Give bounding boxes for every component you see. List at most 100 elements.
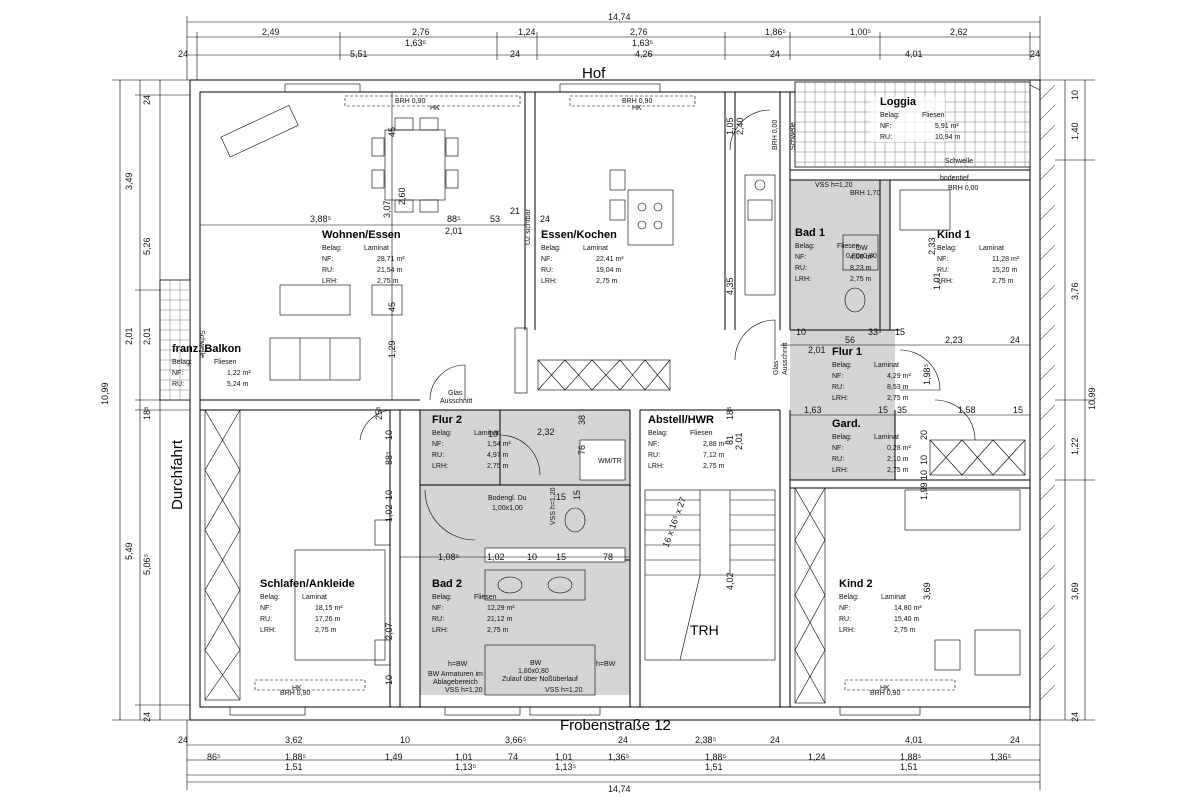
dim-total-top: 14,74	[608, 12, 631, 22]
room-field-value: 2,75 m	[377, 278, 399, 285]
room-field-label: LRH:	[648, 463, 664, 470]
room-field-value: 4,29 m²	[887, 373, 911, 380]
svg-text:Ablagebereich: Ablagebereich	[433, 679, 478, 686]
svg-text:bodentief: bodentief	[940, 175, 969, 182]
room-field-label: NF:	[648, 441, 659, 448]
room-field-value: 11,28 m²	[992, 256, 1020, 263]
svg-text:81: 81	[725, 435, 735, 445]
room-field-value: 2,75 m	[887, 467, 909, 474]
wardrobe-kitchen	[537, 359, 671, 391]
svg-text:3,66⁵: 3,66⁵	[505, 735, 527, 745]
room-field-value: 21,12 m	[487, 616, 512, 623]
dim-right: 10,99 10 1,40 3,76 1,22 3,69 24	[1070, 90, 1097, 722]
windows	[229, 83, 956, 716]
room-field-label: Belag:	[322, 245, 342, 252]
svg-text:VSS h=1,20: VSS h=1,20	[550, 487, 557, 525]
room-field-label: RU:	[322, 267, 334, 274]
room-field-value: Fliesen	[214, 359, 237, 366]
svg-text:24: 24	[770, 735, 780, 745]
label-trh: TRH	[690, 622, 719, 638]
svg-text:5,51: 5,51	[350, 49, 368, 59]
svg-text:1,24: 1,24	[808, 752, 826, 762]
room-name: Flur 2	[432, 414, 462, 426]
room-field-label: RU:	[937, 267, 949, 274]
room-field-label: LRH:	[795, 276, 811, 283]
svg-text:53: 53	[490, 214, 500, 224]
svg-text:15: 15	[556, 492, 566, 502]
furniture	[220, 104, 1021, 696]
svg-text:HK: HK	[632, 105, 642, 112]
svg-text:Schwelle: Schwelle	[945, 158, 973, 165]
top-dimensions	[186, 16, 1041, 80]
svg-text:4,26: 4,26	[635, 49, 653, 59]
room-field-label: Belag:	[832, 434, 852, 441]
svg-text:2,32: 2,32	[537, 427, 555, 437]
svg-text:1,63⁵: 1,63⁵	[632, 38, 654, 48]
svg-text:10: 10	[919, 455, 929, 465]
svg-text:24: 24	[540, 214, 550, 224]
svg-text:3,88⁵: 3,88⁵	[310, 214, 332, 224]
svg-text:10: 10	[488, 429, 498, 439]
svg-text:15: 15	[572, 490, 582, 500]
svg-text:Schwelle: Schwelle	[790, 122, 797, 150]
room-name: Abstell/HWR	[648, 414, 714, 426]
room-field-value: 2,75 m	[703, 463, 725, 470]
svg-text:Zulauf über Noßüberlauf: Zulauf über Noßüberlauf	[502, 676, 578, 683]
svg-text:38: 38	[577, 415, 587, 425]
svg-text:2,01: 2,01	[808, 345, 826, 355]
room-field-value: 8,23 m	[850, 265, 872, 272]
svg-text:24: 24	[178, 49, 188, 59]
svg-text:10: 10	[384, 675, 394, 685]
svg-text:1,49: 1,49	[385, 752, 403, 762]
room-field-value: 17,26 m	[315, 616, 340, 623]
svg-text:5,26: 5,26	[142, 237, 152, 255]
label-street: Frobenstraße 12	[560, 717, 671, 734]
svg-text:Bodengl. Du: Bodengl. Du	[488, 495, 527, 502]
svg-text:BRH 0,90: BRH 0,90	[622, 98, 652, 105]
room-field-label: RU:	[832, 456, 844, 463]
right-dimensions	[1040, 79, 1095, 721]
svg-text:VSS h=1,20: VSS h=1,20	[545, 687, 583, 694]
svg-text:2,01: 2,01	[734, 432, 744, 450]
room-name: Wohnen/Essen	[322, 229, 401, 241]
svg-text:WM/TR: WM/TR	[598, 458, 622, 465]
svg-text:1,80x0,80: 1,80x0,80	[518, 668, 549, 675]
svg-text:1,88⁵: 1,88⁵	[285, 752, 307, 762]
room-field-value: 1,54 m²	[487, 441, 511, 448]
svg-text:4,01: 4,01	[905, 49, 923, 59]
svg-text:1,22: 1,22	[1070, 437, 1080, 455]
room-field-label: Belag:	[880, 112, 900, 119]
svg-text:Ausschnitt: Ausschnitt	[782, 343, 789, 375]
svg-text:4,35: 4,35	[725, 277, 735, 295]
room-field-label: RU:	[432, 452, 444, 459]
svg-text:10: 10	[527, 552, 537, 562]
svg-text:BW Armaturen im: BW Armaturen im	[428, 671, 483, 678]
svg-text:24: 24	[1070, 712, 1080, 722]
svg-text:h=BW: h=BW	[596, 661, 616, 668]
room-field-value: 21,54 m	[377, 267, 402, 274]
room-field-value: 2,75 m	[894, 627, 916, 634]
room-name: Gard.	[832, 418, 861, 430]
svg-text:2,01: 2,01	[445, 226, 463, 236]
svg-text:15: 15	[556, 552, 566, 562]
svg-text:1,05: 1,05	[725, 117, 735, 135]
room-field-label: RU:	[172, 381, 184, 388]
svg-text:1,63⁵: 1,63⁵	[405, 38, 427, 48]
svg-text:h=BW: h=BW	[448, 661, 468, 668]
svg-text:15: 15	[895, 327, 905, 337]
room-field-value: 2,75 m	[487, 627, 509, 634]
room-field-value: 15,20 m	[992, 267, 1017, 274]
dim-top3: 24 5,51 24 4,26 24 4,01 24	[178, 49, 1040, 59]
svg-text:1,36⁵: 1,36⁵	[990, 752, 1012, 762]
room-field-label: RU:	[880, 134, 892, 141]
room-field-value: 10,94 m	[935, 134, 960, 141]
dim-bottom2: 86⁵ 1,88⁵ 1,49 1,01 74 1,01 1,36⁵ 1,88⁵ …	[207, 752, 1012, 762]
svg-text:1,36⁵: 1,36⁵	[608, 752, 630, 762]
svg-text:1,01: 1,01	[932, 272, 942, 290]
svg-text:HK: HK	[292, 685, 302, 692]
svg-text:1,02: 1,02	[487, 552, 505, 562]
